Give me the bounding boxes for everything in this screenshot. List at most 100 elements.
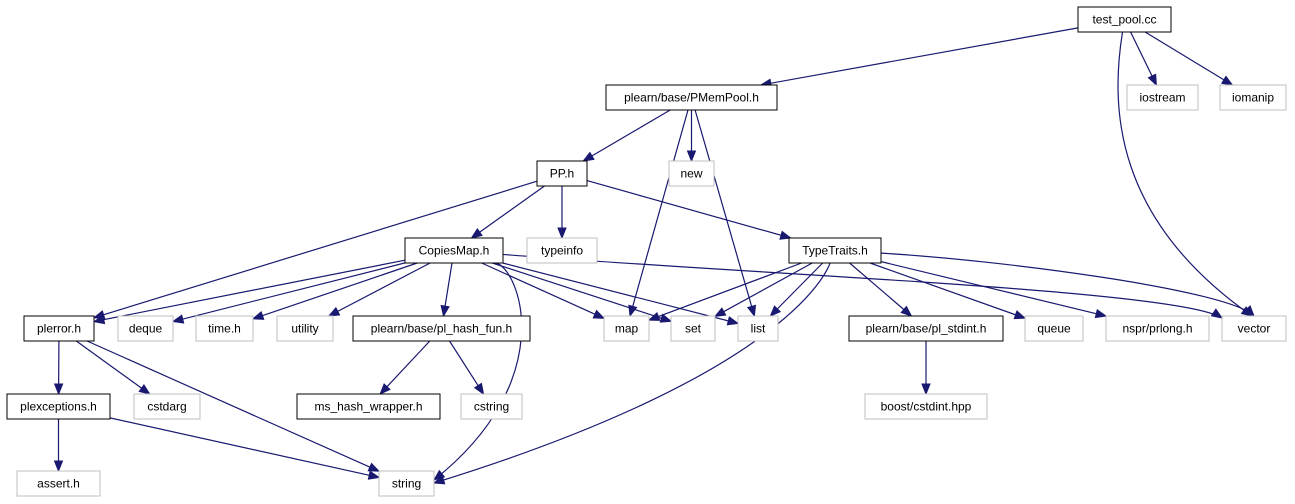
node-time: time.h — [195, 315, 254, 342]
arrowhead-icon — [470, 228, 483, 239]
node-box — [605, 84, 778, 111]
edge-copiesmap-to-hashfun — [440, 262, 453, 318]
node-label: ms_hash_wrapper.h — [314, 400, 422, 414]
arrowhead-icon — [92, 314, 106, 325]
arrowhead-icon — [367, 470, 381, 480]
node-plerror[interactable]: plerror.h — [23, 315, 95, 342]
edge-copiesmap-to-map — [481, 262, 606, 319]
edge-plerror-to-string — [86, 340, 381, 472]
node-label: time.h — [208, 322, 241, 336]
node-label: map — [615, 322, 639, 336]
edge-pmempool-to-list — [694, 109, 757, 318]
edge-line — [109, 417, 380, 479]
node-label: CopiesMap.h — [419, 244, 490, 258]
edge-line — [93, 180, 538, 319]
node-typetraits[interactable]: TypeTraits.h — [788, 237, 882, 264]
node-cstring: cstring — [460, 393, 523, 420]
node-copiesmap[interactable]: CopiesMap.h — [404, 237, 504, 264]
arrowhead-icon — [1147, 73, 1157, 87]
edge-line — [492, 262, 672, 322]
arrowhead-icon — [1220, 75, 1234, 86]
node-new: new — [668, 160, 715, 187]
edge-typetraits-to-list — [769, 262, 824, 317]
edge-line — [769, 262, 824, 317]
node-test_pool[interactable]: test_pool.cc — [1077, 6, 1172, 33]
arrowhead-icon — [1013, 310, 1027, 320]
edge-copiesmap-to-list — [502, 262, 740, 326]
arrowhead-icon — [582, 151, 595, 162]
arrowhead-icon — [1243, 305, 1255, 317]
node-box — [536, 160, 588, 187]
edge-typetraits-to-prlong — [880, 261, 1108, 319]
node-box — [404, 237, 504, 264]
edge-hashfun-to-cstring — [449, 340, 485, 396]
node-label: utility — [291, 322, 318, 336]
arrowhead-icon — [432, 475, 446, 485]
edge-plexceptions-to-assert — [53, 419, 64, 473]
node-box — [23, 315, 95, 342]
edge-line — [75, 340, 151, 395]
node-label: plearn/base/pl_hash_fun.h — [371, 322, 512, 336]
arrowhead-icon — [440, 304, 450, 318]
node-label: plerror.h — [37, 322, 81, 336]
node-label: cstdarg — [147, 400, 186, 414]
edge-test_pool-to-iomanip — [1144, 31, 1234, 86]
edge-line — [93, 259, 406, 323]
edge-copiesmap-to-utility — [327, 262, 431, 317]
edge-line — [328, 262, 431, 317]
node-label: plearn/base/pl_stdint.h — [866, 322, 987, 336]
node-label: set — [685, 322, 702, 336]
node-pp[interactable]: PP.h — [536, 160, 588, 187]
edge-pmempool-to-map — [628, 109, 689, 318]
node-map: map — [603, 315, 650, 342]
edge-line — [502, 253, 1223, 319]
node-plexceptions[interactable]: plexceptions.h — [6, 393, 111, 420]
node-pmempool[interactable]: plearn/base/PMemPool.h — [605, 84, 778, 111]
edge-typetraits-to-vector — [880, 252, 1255, 317]
node-iostream: iostream — [1126, 84, 1199, 111]
edge-plexceptions-to-string — [109, 417, 381, 480]
node-box — [117, 315, 174, 342]
node-box — [603, 315, 650, 342]
node-box — [848, 315, 1004, 342]
arrowhead-icon — [726, 316, 740, 326]
node-label: TypeTraits.h — [802, 244, 868, 258]
edge-line — [1117, 31, 1253, 317]
arrowhead-icon — [900, 305, 913, 317]
edge-line — [760, 27, 1079, 86]
arrowhead-icon — [53, 383, 64, 396]
node-prlong: nspr/prlong.h — [1105, 315, 1210, 342]
edge-line — [86, 340, 380, 472]
arrowhead-icon — [628, 304, 638, 318]
node-assert: assert.h — [16, 470, 101, 497]
node-box — [670, 315, 716, 342]
edge-line — [252, 262, 418, 320]
node-box — [1077, 6, 1172, 33]
edge-pmempool-to-new — [686, 110, 697, 163]
node-label: typeinfo — [541, 244, 583, 258]
node-box — [1126, 84, 1199, 111]
arrowhead-icon — [251, 310, 265, 320]
node-label: iostream — [1139, 91, 1185, 105]
arrowhead-icon — [473, 382, 485, 396]
node-vector: vector — [1221, 315, 1287, 342]
node-stdint[interactable]: plearn/base/pl_stdint.h — [848, 315, 1004, 342]
edge-line — [481, 262, 605, 319]
node-typeinfo: typeinfo — [526, 237, 598, 264]
node-hashfun[interactable]: plearn/base/pl_hash_fun.h — [352, 315, 531, 342]
edge-pp-to-copiesmap — [470, 185, 545, 239]
node-iomanip: iomanip — [1219, 84, 1287, 111]
node-box — [16, 470, 101, 497]
edge-typetraits-to-queue — [869, 262, 1027, 320]
arrowhead-icon — [746, 304, 757, 318]
node-box — [788, 237, 882, 264]
arrowhead-icon — [647, 311, 661, 321]
node-cstdarg: cstdarg — [133, 393, 201, 420]
node-box — [352, 315, 531, 342]
arrowhead-icon — [367, 462, 381, 472]
edge-line — [880, 252, 1255, 317]
node-mshash[interactable]: ms_hash_wrapper.h — [296, 393, 441, 420]
node-label: vector — [1238, 322, 1271, 336]
arrowhead-icon — [171, 314, 185, 324]
